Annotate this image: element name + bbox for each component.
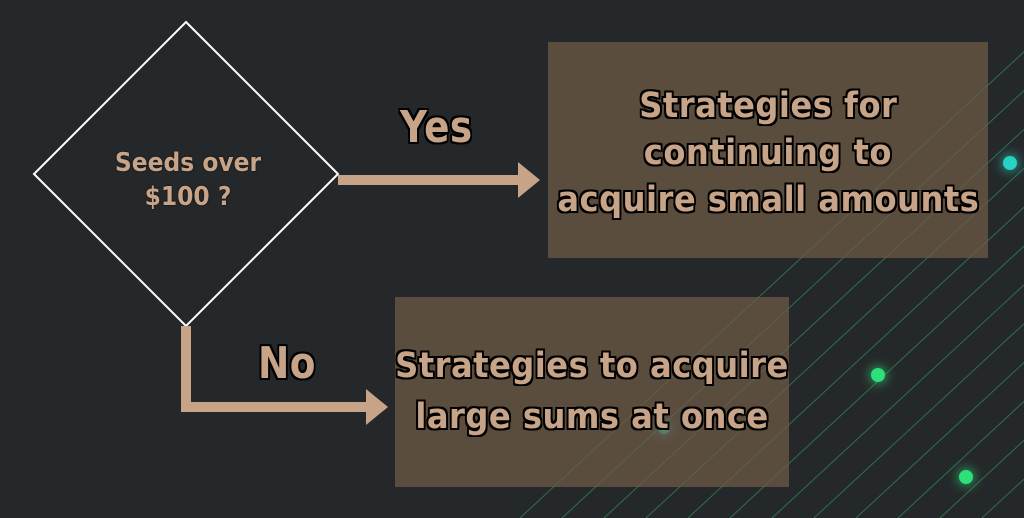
outcome-top-line-2: continuing to [643, 132, 893, 173]
outcome-top-line-1: Strategies for [638, 85, 898, 126]
no-label: No [258, 338, 316, 389]
outcome-bottom-line-2: large sums at once [415, 397, 769, 437]
decision-label: Seeds over $100 ? [80, 146, 296, 215]
outcome-box-large-sums: Strategies to acquire large sums at once [395, 297, 789, 487]
yes-label: Yes [400, 102, 473, 153]
background-stripe [981, 478, 1024, 518]
no-arrow [181, 326, 388, 425]
background-stripe [771, 284, 1024, 518]
background-glow-dot [871, 368, 885, 382]
background-glow-dot [959, 470, 973, 484]
decision-label-line-2: $100 ? [144, 182, 232, 213]
yes-arrow [338, 162, 540, 198]
background-stripe [729, 245, 1024, 518]
background-stripe [813, 323, 1024, 518]
background-stripe [855, 361, 1024, 518]
background-stripe [897, 400, 1024, 518]
background-glow-dot [1003, 156, 1017, 170]
outcome-top-line-3: acquire small amounts [557, 179, 979, 220]
decision-label-line-1: Seeds over [114, 148, 262, 178]
outcome-bottom-line-1: Strategies to acquire [395, 346, 789, 386]
outcome-box-small-amounts: Strategies for continuing to acquire sma… [548, 42, 988, 258]
